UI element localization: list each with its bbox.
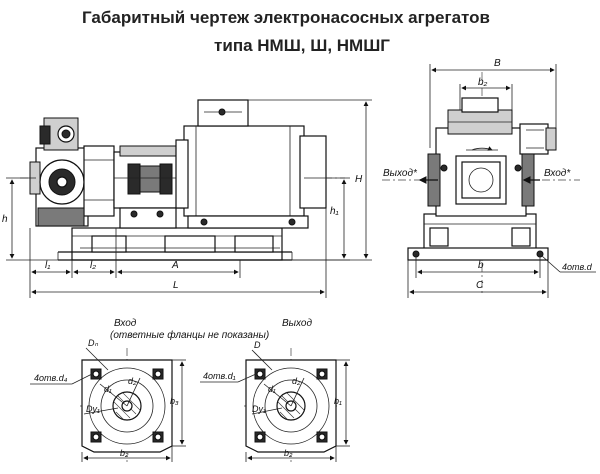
outlet-flange: d₁ d₂ D 4отв.d₁ Dy₁ b₂ b₁ — [200, 340, 350, 462]
outlet-d2: d₂ — [292, 376, 301, 386]
inlet-d2: d₂ — [128, 376, 137, 386]
inlet-Dy: Dy₁ — [86, 404, 100, 414]
dim-b2: b₂ — [478, 77, 488, 88]
dim-l1: l₁ — [45, 260, 50, 271]
electric-motor — [175, 99, 327, 229]
coupling — [113, 145, 185, 229]
inlet-b-side: b₃ — [170, 396, 179, 406]
dim-A: A — [171, 260, 179, 271]
inlet-Dn: Dₙ — [88, 338, 98, 348]
dim-l2: l₂ — [90, 260, 96, 271]
drawing-title: Габаритный чертеж электронасосных агрега… — [82, 8, 490, 27]
outlet-D: D — [254, 340, 261, 350]
inlet-flange-title: Вход — [114, 318, 137, 329]
outlet-b: b₂ — [284, 448, 293, 458]
front-view: B b₂ Выход* Вход* b C 4отв.d — [382, 58, 596, 298]
dim-L: L — [173, 280, 179, 291]
dim-B: B — [494, 58, 501, 69]
dim-h1: h₁ — [330, 206, 339, 217]
inlet-flange: d₁ d₂ Dₙ 4отв.d₄ Dy₁ b₂ b₃ — [30, 338, 186, 462]
inlet-holes: 4отв.d₄ — [34, 373, 68, 383]
outlet-flange-title: Выход — [282, 318, 312, 329]
inlet-b: b₂ — [120, 448, 129, 458]
outlet-holes: 4отв.d₁ — [203, 371, 236, 381]
drawing-subtitle: типа НМШ, Ш, НМШГ — [214, 36, 390, 55]
side-view: h h₁ H l₁ l₂ A L — [2, 99, 372, 298]
holes-label: 4отв.d — [562, 262, 593, 272]
base-frame — [57, 227, 293, 261]
dim-h: h — [2, 214, 8, 225]
dim-C: C — [476, 280, 484, 291]
dim-b: b — [478, 260, 484, 271]
inlet-d1: d₁ — [104, 384, 112, 394]
outlet-label: Выход* — [383, 168, 418, 179]
pump-body — [29, 117, 115, 227]
inlet-label: Вход* — [544, 168, 571, 179]
outlet-d1: d₁ — [268, 384, 276, 394]
flange-note: (ответные фланцы не показаны) — [110, 329, 269, 341]
outlet-Dy: Dy₁ — [252, 404, 266, 414]
dim-H: H — [355, 174, 363, 185]
outlet-b-side: b₁ — [334, 396, 342, 406]
